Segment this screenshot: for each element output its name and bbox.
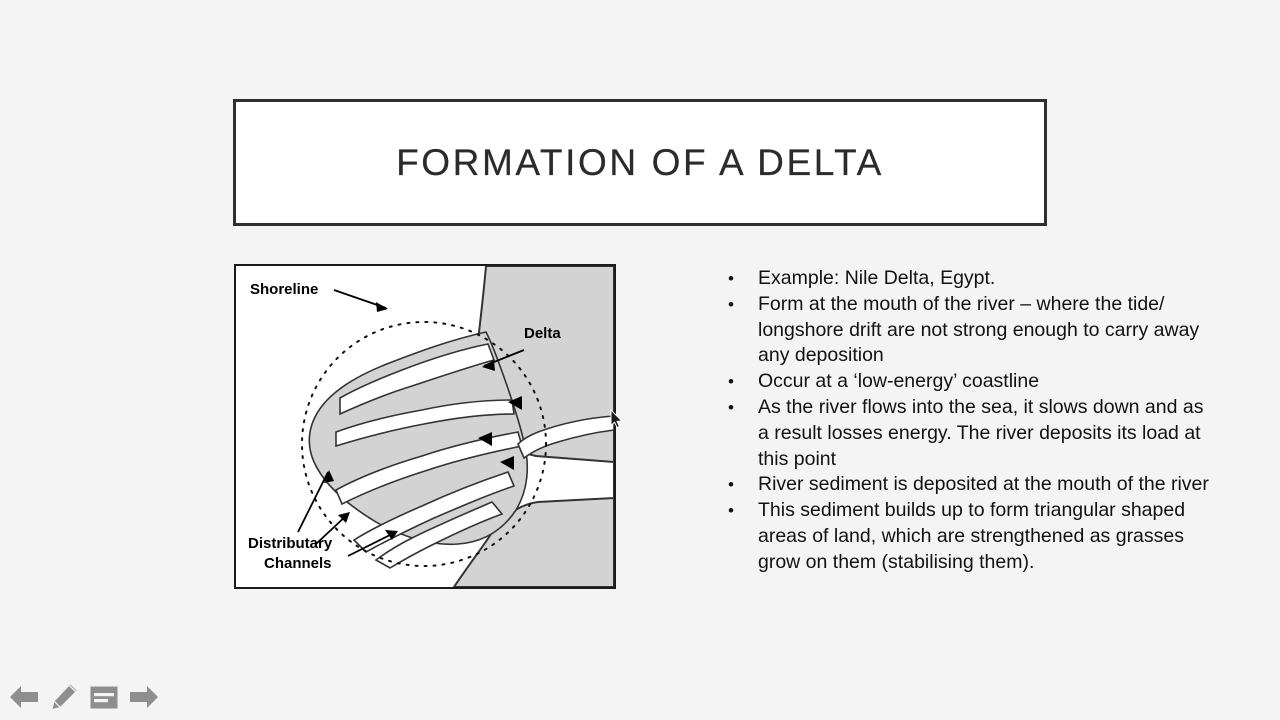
- previous-slide-button[interactable]: [6, 679, 42, 715]
- arrow-left-icon: [10, 686, 38, 708]
- bullet-marker: •: [728, 501, 734, 521]
- pencil-icon: [52, 684, 77, 709]
- title-box: FORMATION OF A DELTA: [233, 99, 1047, 226]
- notes-icon: [90, 686, 118, 708]
- delta-boundary-circle: [301, 321, 547, 567]
- slideshow-toolbar: [0, 674, 170, 720]
- flow-direction-arrows: [478, 396, 522, 470]
- notes-button[interactable]: [86, 679, 122, 715]
- bullet-list: • Example: Nile Delta, Egypt. • Form at …: [722, 266, 1222, 576]
- bullet-text: Form at the mouth of the river – where t…: [758, 292, 1200, 367]
- bullet-text: Occur at a ‘low-energy’ coastline: [758, 370, 1040, 393]
- bullet-marker: •: [728, 372, 734, 392]
- bullet-marker: •: [728, 294, 734, 314]
- distributary-channels: [334, 343, 524, 569]
- delta-label: Delta: [524, 325, 561, 342]
- river-channel: [517, 415, 614, 460]
- delta-arrowhead: [482, 360, 495, 371]
- list-item: • Example: Nile Delta, Egypt.: [722, 266, 1222, 292]
- bullet-text: Example: Nile Delta, Egypt.: [758, 267, 996, 289]
- delta-diagram-image[interactable]: Shoreline Delta Distributary Channels: [234, 264, 616, 589]
- list-item: • This sediment builds up to form triang…: [722, 498, 1222, 575]
- distributary-label-line2: Channels: [264, 555, 332, 572]
- distributary-arrowheads: [324, 470, 398, 540]
- arrow-right-icon: [130, 686, 158, 708]
- bullet-text: As the river flows into the sea, it slow…: [758, 395, 1204, 470]
- shoreline-arrowhead: [376, 302, 388, 312]
- bullet-text: This sediment builds up to form triangul…: [758, 499, 1186, 573]
- distributary-label-line1: Distributary: [248, 535, 333, 552]
- bullet-marker: •: [728, 397, 734, 417]
- list-item: • River sediment is deposited at the mou…: [722, 472, 1222, 498]
- list-item: • Form at the mouth of the river – where…: [722, 292, 1222, 369]
- pen-tool-button[interactable]: [46, 679, 82, 715]
- bullet-marker: •: [728, 475, 734, 495]
- shoreline-label: Shoreline: [250, 281, 318, 298]
- list-item: • Occur at a ‘low-energy’ coastline: [722, 369, 1222, 395]
- bullet-marker: •: [728, 269, 734, 288]
- next-slide-button[interactable]: [126, 679, 162, 715]
- list-item: • As the river flows into the sea, it sl…: [722, 395, 1222, 472]
- delta-diagram-svg: Shoreline Delta Distributary Channels: [236, 266, 614, 587]
- page-title: FORMATION OF A DELTA: [396, 142, 884, 183]
- bullet-text: River sediment is deposited at the mouth…: [758, 473, 1209, 496]
